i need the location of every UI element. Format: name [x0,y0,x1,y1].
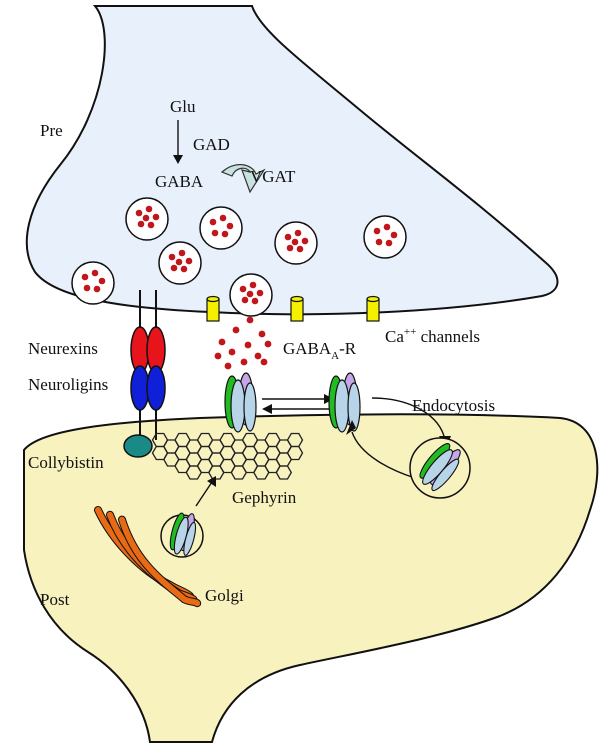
gaba-vesicle-icon [229,273,273,317]
gaba-molecule [240,358,248,366]
endocytic-vesicle [409,437,471,499]
collybistin [123,434,153,458]
vgat-transport-arrow-icon [220,164,266,194]
neurexin-neuroligin-complex [130,290,166,440]
gaba-molecule [232,326,240,334]
recycling-arrow [346,420,416,479]
calcium-channel-icon [290,295,304,322]
ca-channels-label: Ca++ channels [385,326,480,346]
postsynaptic-terminal [23,413,599,743]
calcium-channels [206,295,380,322]
vgat-label: VGAT [250,167,296,186]
neuroligins-label: Neuroligins [28,375,108,394]
gaba-molecule [224,362,232,370]
golgi-apparatus [94,506,202,608]
gabaa-receptor-icon [224,372,257,433]
gaba-molecule [246,316,254,324]
gaba-molecule [260,358,268,366]
neuroligin-right [146,365,166,411]
gaba-molecule [258,330,266,338]
gaba-label: GABA [155,172,204,191]
presynaptic-terminal [25,5,559,316]
released-gaba-cloud [214,316,272,370]
gaba-vesicle-icon [158,241,202,285]
gaba-molecule [228,348,236,356]
insertion-arrow [195,476,216,507]
glu-label: Glu [170,97,196,116]
gaba-molecule [218,338,226,346]
gaba-molecule [264,340,272,348]
post-label: Post [40,590,70,609]
calcium-channel-icon [206,295,220,322]
gaba-vesicle-icon [71,261,115,305]
gad-label: GAD [193,135,230,154]
gaba-vesicle-icon [274,221,318,265]
calcium-channel-icon [366,295,380,322]
golgi-label: Golgi [205,586,244,605]
gaba-vesicle-icon [199,206,243,250]
extrasynaptic-receptor [328,372,361,433]
gaba-molecule [254,352,262,360]
glu-to-gaba-arrow [173,120,183,164]
gephyrin-lattice [151,432,304,480]
neurexins-label: Neurexins [28,339,98,358]
collybistin-label: Collybistin [28,453,104,472]
vesicle-group [71,197,407,317]
gaba-molecule [214,352,222,360]
gaba-vesicle-icon [125,197,169,241]
gaba-vesicle-icon [363,215,407,259]
gephyrin-label: Gephyrin [232,488,297,507]
gaba-molecule [244,341,252,349]
golgi-cisterna [118,515,202,608]
lateral-diffusion-arrows [262,394,334,414]
gabaa-receptor-label: GABAA-R [283,339,357,362]
endocytosis-label: Endocytosis [412,396,495,415]
pre-label: Pre [40,121,63,140]
trafficking-vesicle [160,512,204,558]
